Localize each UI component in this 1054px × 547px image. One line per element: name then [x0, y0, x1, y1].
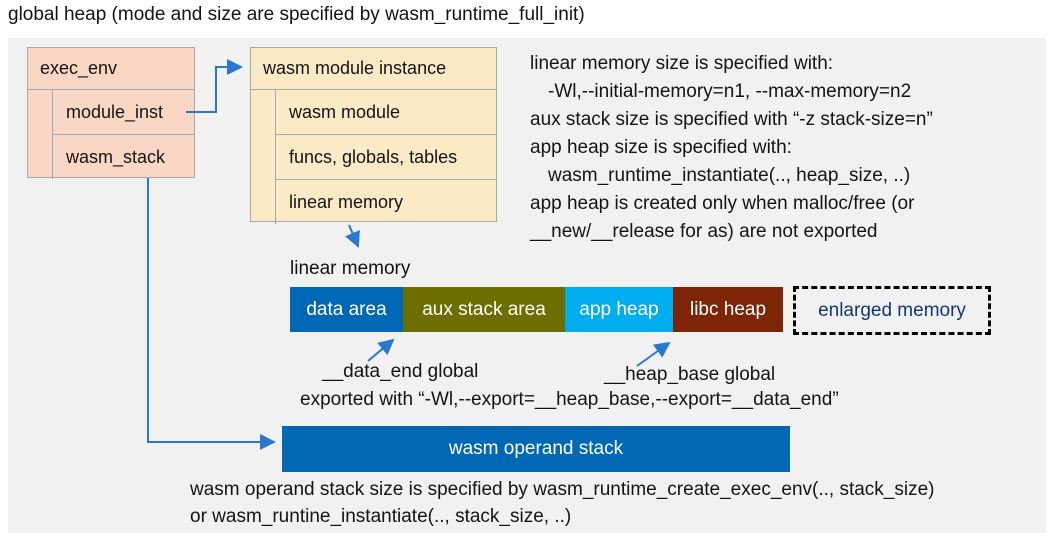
diagram-title: global heap (mode and size are specified…: [8, 4, 585, 25]
size-notes: linear memory size is specified with: -W…: [530, 50, 933, 246]
wasm-operand-stack-bar: wasm operand stack: [282, 426, 790, 472]
module-instance-box: wasm module instance wasm module funcs, …: [250, 47, 497, 224]
exec-env-box: exec_env module_inst wasm_stack: [27, 47, 195, 179]
note-line: linear memory size is specified with:: [530, 53, 834, 74]
module-instance-header: wasm module instance: [263, 58, 447, 78]
memory-segment-app-heap: app heap: [565, 287, 673, 332]
memory-segment-libc-heap: libc heap: [673, 287, 783, 332]
operand-stack-note-line2: or wasm_runtine_instantiate(.., stack_si…: [190, 506, 572, 527]
module-instance-row-linear-memory: linear memory: [276, 179, 496, 224]
module-instance-indent-strip: [251, 90, 276, 224]
note-line: wasm_runtime_instantiate(.., heap_size, …: [548, 165, 911, 186]
memory-segment-data-area: data area: [290, 287, 403, 332]
linear-memory-bar: data area aux stack area app heap libc h…: [290, 287, 783, 332]
exec-env-row-module-inst: module_inst: [66, 101, 164, 122]
module-instance-body: wasm module funcs, globals, tables linea…: [251, 89, 496, 224]
exec-env-body: module_inst wasm_stack: [28, 89, 194, 179]
operand-stack-note-line1: wasm operand stack size is specified by …: [190, 479, 935, 500]
note-line: -Wl,--initial-memory=n1, --max-memory=n2: [548, 81, 912, 102]
memory-segment-aux-stack-area: aux stack area: [403, 287, 565, 332]
heap-base-global-label: __heap_base global: [604, 364, 776, 385]
exec-env-row-wasm-stack: wasm_stack: [53, 134, 194, 179]
data-end-global-label: __data_end global: [322, 361, 479, 382]
note-line: __new/__release for as) are not exported: [530, 221, 878, 242]
module-instance-row-funcs-globals-tables: funcs, globals, tables: [276, 134, 496, 179]
exec-env-header: exec_env: [40, 58, 118, 78]
module-instance-row-wasm-module: wasm module: [289, 101, 401, 122]
note-line: app heap is created only when malloc/fre…: [530, 193, 915, 214]
linear-memory-label: linear memory: [290, 258, 411, 279]
note-line: app heap size is specified with:: [530, 137, 792, 158]
export-flags-label: exported with “-Wl,--export=__heap_base,…: [300, 389, 839, 410]
note-line: aux stack size is specified with “-z sta…: [530, 109, 933, 130]
exec-env-indent-strip: [28, 90, 53, 179]
enlarged-memory-box: enlarged memory: [793, 286, 991, 335]
